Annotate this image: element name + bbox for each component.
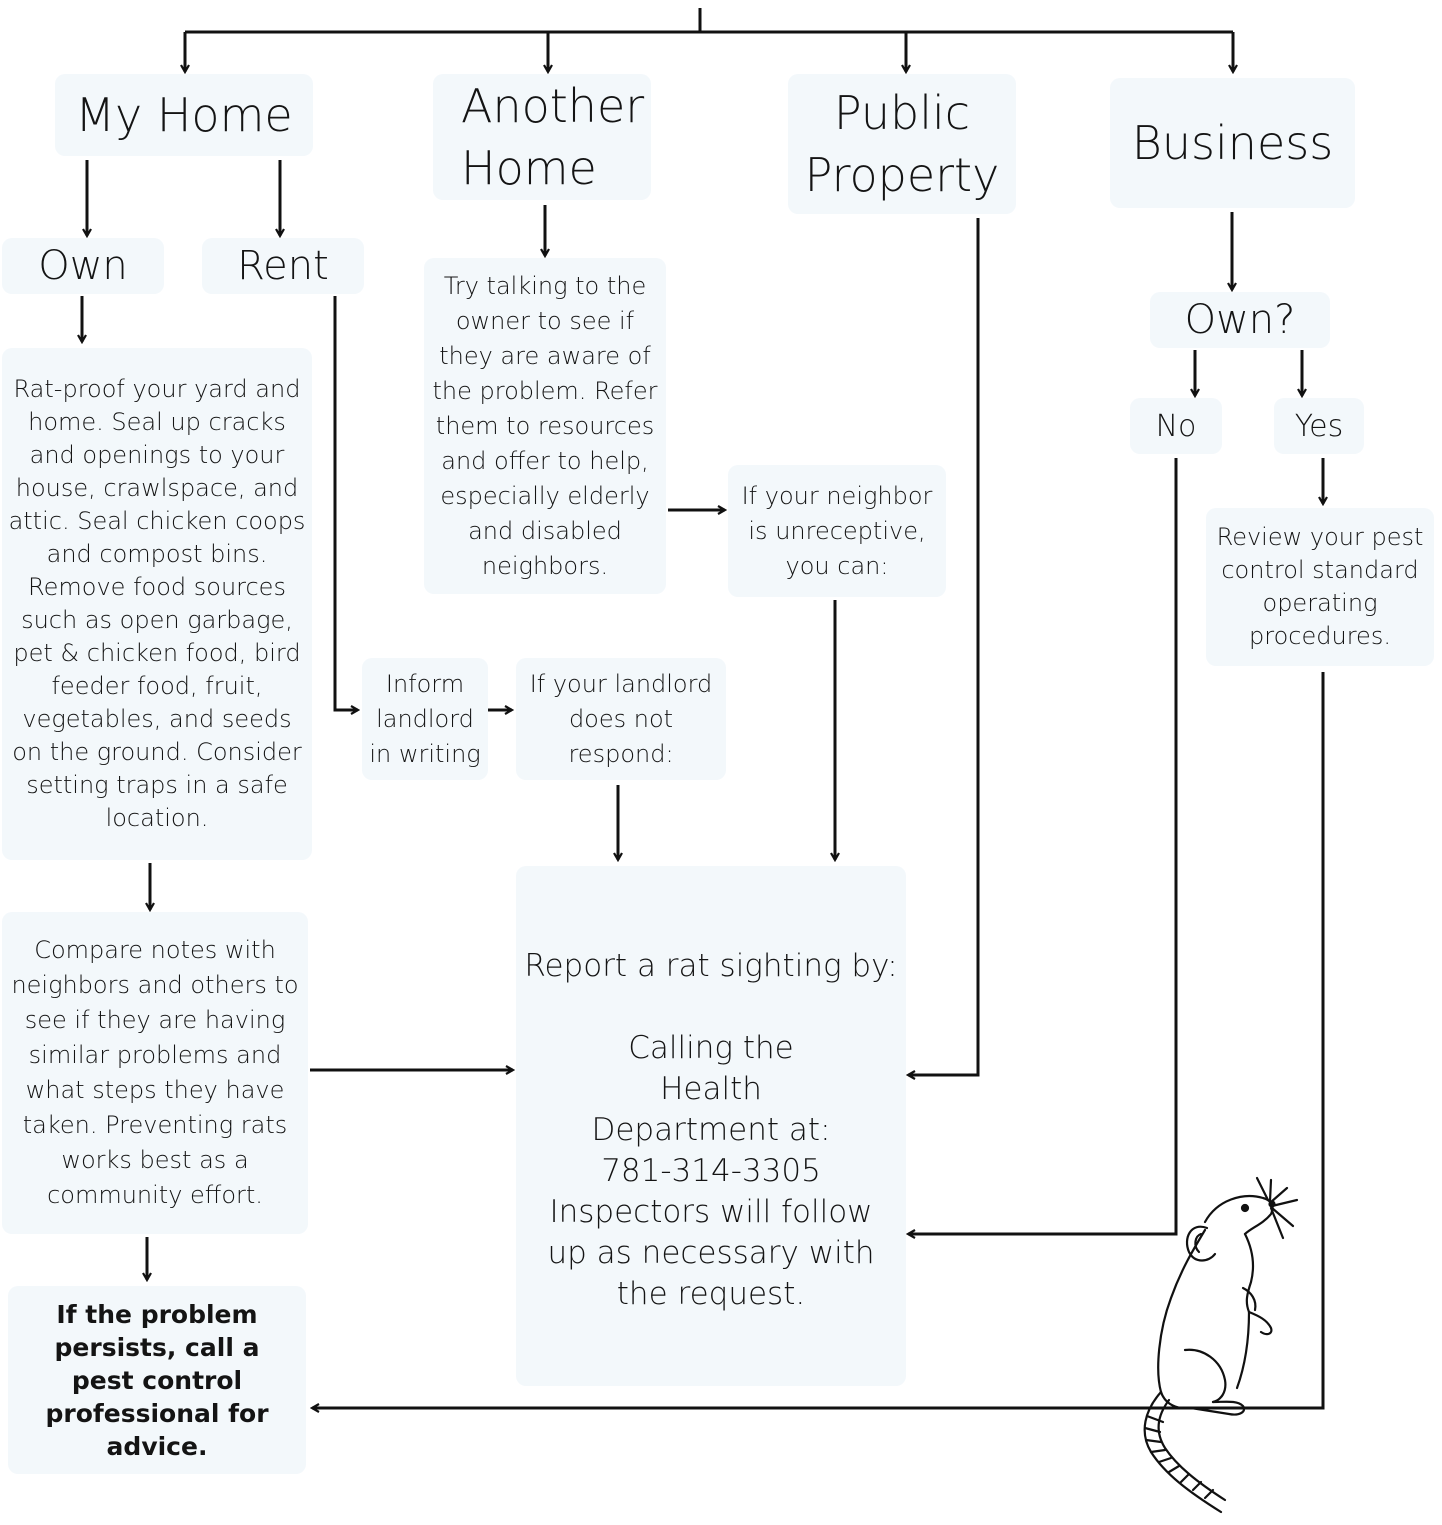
category-public-property-line1: Public <box>833 86 971 140</box>
category-my-home-label: My Home <box>75 88 293 142</box>
own-question-label: Own? <box>1184 297 1296 343</box>
compare-notes-text: Compare notes with neighbors and others … <box>11 936 299 1209</box>
report-phone: 781-314-3305 <box>601 1153 821 1189</box>
landlord-no-response-box: If your landlord does not respond: <box>516 658 726 780</box>
own-question-node: Own? <box>1150 292 1330 348</box>
yes-node: Yes <box>1274 398 1364 454</box>
category-business: Business <box>1110 78 1355 208</box>
category-another-home: Another Home <box>433 74 651 200</box>
report-box: Report a rat sighting by: Calling the He… <box>516 866 906 1386</box>
review-sop-box: Review your pest control standard operat… <box>1206 508 1434 666</box>
rent-label: Rent <box>237 243 329 289</box>
talk-to-owner-box: Try talking to the owner to see if they … <box>424 258 666 594</box>
no-label: No <box>1155 408 1197 444</box>
own-advice-text: Rat-proof your yard and home. Seal up cr… <box>8 375 306 832</box>
category-public-property: Public Property <box>788 74 1016 214</box>
report-followup: Inspectors will follow up as necessary w… <box>547 1194 875 1312</box>
no-node: No <box>1130 398 1222 454</box>
category-another-home-line1: Another <box>461 79 645 133</box>
landlord-no-response-text: If your landlord does not respond: <box>529 669 713 768</box>
category-business-label: Business <box>1131 116 1334 170</box>
rat-illustration-icon <box>1143 1176 1299 1514</box>
review-sop-text: Review your pest control standard operat… <box>1216 523 1424 650</box>
unreceptive-text: If your neighbor is unreceptive, you can… <box>741 481 933 580</box>
persists-text: If the problem persists, call a pest con… <box>45 1299 269 1461</box>
report-calling: Calling the Health Department at: <box>591 1030 831 1148</box>
category-public-property-line2: Property <box>804 148 1000 202</box>
yes-label: Yes <box>1294 408 1344 444</box>
own-label: Own <box>38 243 128 289</box>
unreceptive-box: If your neighbor is unreceptive, you can… <box>728 465 946 597</box>
rent-node: Rent <box>202 238 364 294</box>
category-my-home: My Home <box>55 74 313 156</box>
category-another-home-line2: Home <box>461 141 597 195</box>
inform-landlord-text: Inform landlord in writing <box>369 669 481 768</box>
persists-box: If the problem persists, call a pest con… <box>8 1286 306 1474</box>
report-heading: Report a rat sighting by: <box>524 948 898 984</box>
own-node: Own <box>2 238 164 294</box>
inform-landlord-box: Inform landlord in writing <box>362 658 488 780</box>
own-advice-box: Rat-proof your yard and home. Seal up cr… <box>2 348 312 860</box>
compare-notes-box: Compare notes with neighbors and others … <box>2 912 308 1234</box>
talk-to-owner-text: Try talking to the owner to see if they … <box>432 271 658 580</box>
